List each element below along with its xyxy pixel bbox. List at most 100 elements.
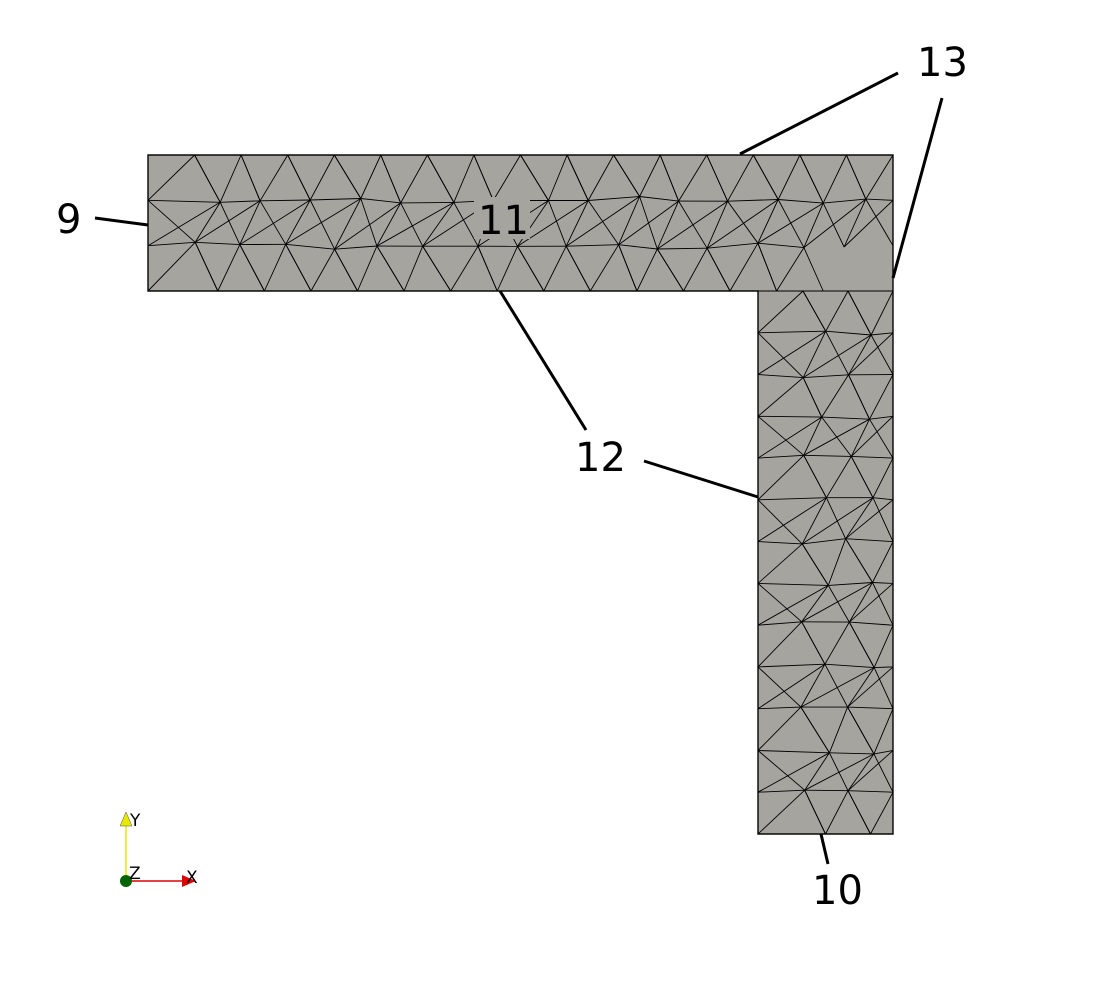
mesh-edge <box>360 198 401 204</box>
mesh-edge <box>496 246 518 292</box>
mesh-edge <box>827 585 850 623</box>
mesh-edge <box>829 752 874 755</box>
mesh-edge <box>757 583 802 623</box>
mesh-edge <box>801 543 829 586</box>
mesh-edge <box>422 202 455 247</box>
mesh-edge <box>757 377 804 417</box>
mesh-edge <box>757 199 779 244</box>
mesh-edge <box>824 621 850 665</box>
mesh-edge <box>845 538 894 543</box>
mesh-edge <box>473 154 494 201</box>
mesh-edge <box>849 583 894 623</box>
mesh-edge <box>803 198 867 248</box>
mesh-edge <box>757 750 830 754</box>
leader-line-12-lower <box>643 459 759 499</box>
mesh-edge <box>260 199 311 202</box>
mesh-edge <box>240 154 261 201</box>
mesh-edge <box>847 667 875 708</box>
mesh-edge <box>285 243 335 250</box>
mesh-edge <box>239 244 265 292</box>
mesh-edge <box>803 202 824 248</box>
mesh-edge <box>147 201 221 247</box>
mesh-edge <box>400 154 428 204</box>
mesh-edge <box>657 247 708 250</box>
mesh-edge <box>757 415 804 456</box>
mesh-edge <box>870 791 894 835</box>
mesh-edge <box>380 154 402 204</box>
mesh-edge <box>848 582 873 623</box>
mesh-edge <box>821 416 870 420</box>
mesh-edge <box>847 666 894 708</box>
mesh-edge <box>874 666 894 669</box>
mesh-edge <box>639 196 658 250</box>
mesh-edge <box>843 198 867 248</box>
mesh-edge <box>194 242 219 292</box>
mesh-edge <box>826 456 852 498</box>
mesh-edge <box>757 497 827 501</box>
leader-line-13-right <box>891 97 944 279</box>
mesh-edge <box>376 245 405 292</box>
y-axis-label: Y <box>129 811 141 831</box>
mesh-edge <box>259 200 287 245</box>
mesh-edge <box>801 497 827 545</box>
mesh-edge <box>333 154 362 199</box>
mesh-edge <box>757 243 778 292</box>
mesh-edge <box>804 790 826 835</box>
mesh-edge <box>678 200 708 249</box>
leader-line-9 <box>94 216 149 227</box>
mesh-edge <box>828 706 849 753</box>
mesh-edge <box>659 154 680 202</box>
mesh-edge <box>848 621 875 668</box>
leader-line-12-upper <box>498 290 588 431</box>
mesh-edge <box>639 154 661 197</box>
mesh-edge <box>613 154 640 197</box>
mesh-edge <box>801 582 873 623</box>
mesh-edge <box>802 290 827 332</box>
mesh-edge <box>865 154 894 200</box>
mesh-edge <box>847 706 894 710</box>
mesh-edge <box>757 582 829 586</box>
mesh-edge <box>400 202 424 247</box>
mesh-edge <box>400 201 454 204</box>
mesh-edge <box>757 497 827 542</box>
mesh-edge <box>872 457 894 498</box>
mesh-edge <box>453 202 479 247</box>
mesh-edge <box>239 200 261 245</box>
mesh-edge <box>219 202 241 245</box>
mesh-edge <box>285 244 312 292</box>
mesh-edge <box>543 245 567 292</box>
mesh-edge <box>757 454 804 459</box>
mesh-edge <box>776 247 805 292</box>
mesh-edge <box>845 538 873 583</box>
mesh-edge <box>589 244 619 292</box>
mesh-edge <box>803 247 824 292</box>
mesh-edge <box>217 244 241 292</box>
mesh-edge <box>757 332 804 378</box>
mesh-edge <box>588 196 640 201</box>
mesh-edge <box>778 199 824 204</box>
mesh-edge <box>239 199 311 245</box>
mesh-edge <box>618 244 638 292</box>
mesh-edge <box>803 454 852 457</box>
mesh-edge <box>804 752 830 791</box>
mesh-edge <box>869 415 894 420</box>
mesh-edge <box>376 202 402 247</box>
mesh-edge <box>757 666 802 708</box>
mesh-edge <box>757 752 830 793</box>
mesh-edge <box>757 330 826 375</box>
mesh-edge <box>850 419 870 457</box>
mesh-edge <box>147 199 221 203</box>
mesh-edge <box>422 245 452 292</box>
label-left-end: 9 <box>56 197 81 243</box>
mesh-edge <box>334 198 362 250</box>
mesh-edge <box>873 750 894 755</box>
y-axis-arrowhead <box>119 811 133 827</box>
mesh-edge <box>752 154 779 200</box>
mesh-edge <box>587 200 619 245</box>
mesh-edge <box>757 290 804 334</box>
mesh-edge <box>873 625 894 668</box>
mesh-edge <box>873 667 894 709</box>
mesh-edge <box>827 538 847 586</box>
mesh-edge <box>803 374 849 379</box>
mesh-edge <box>727 154 754 202</box>
